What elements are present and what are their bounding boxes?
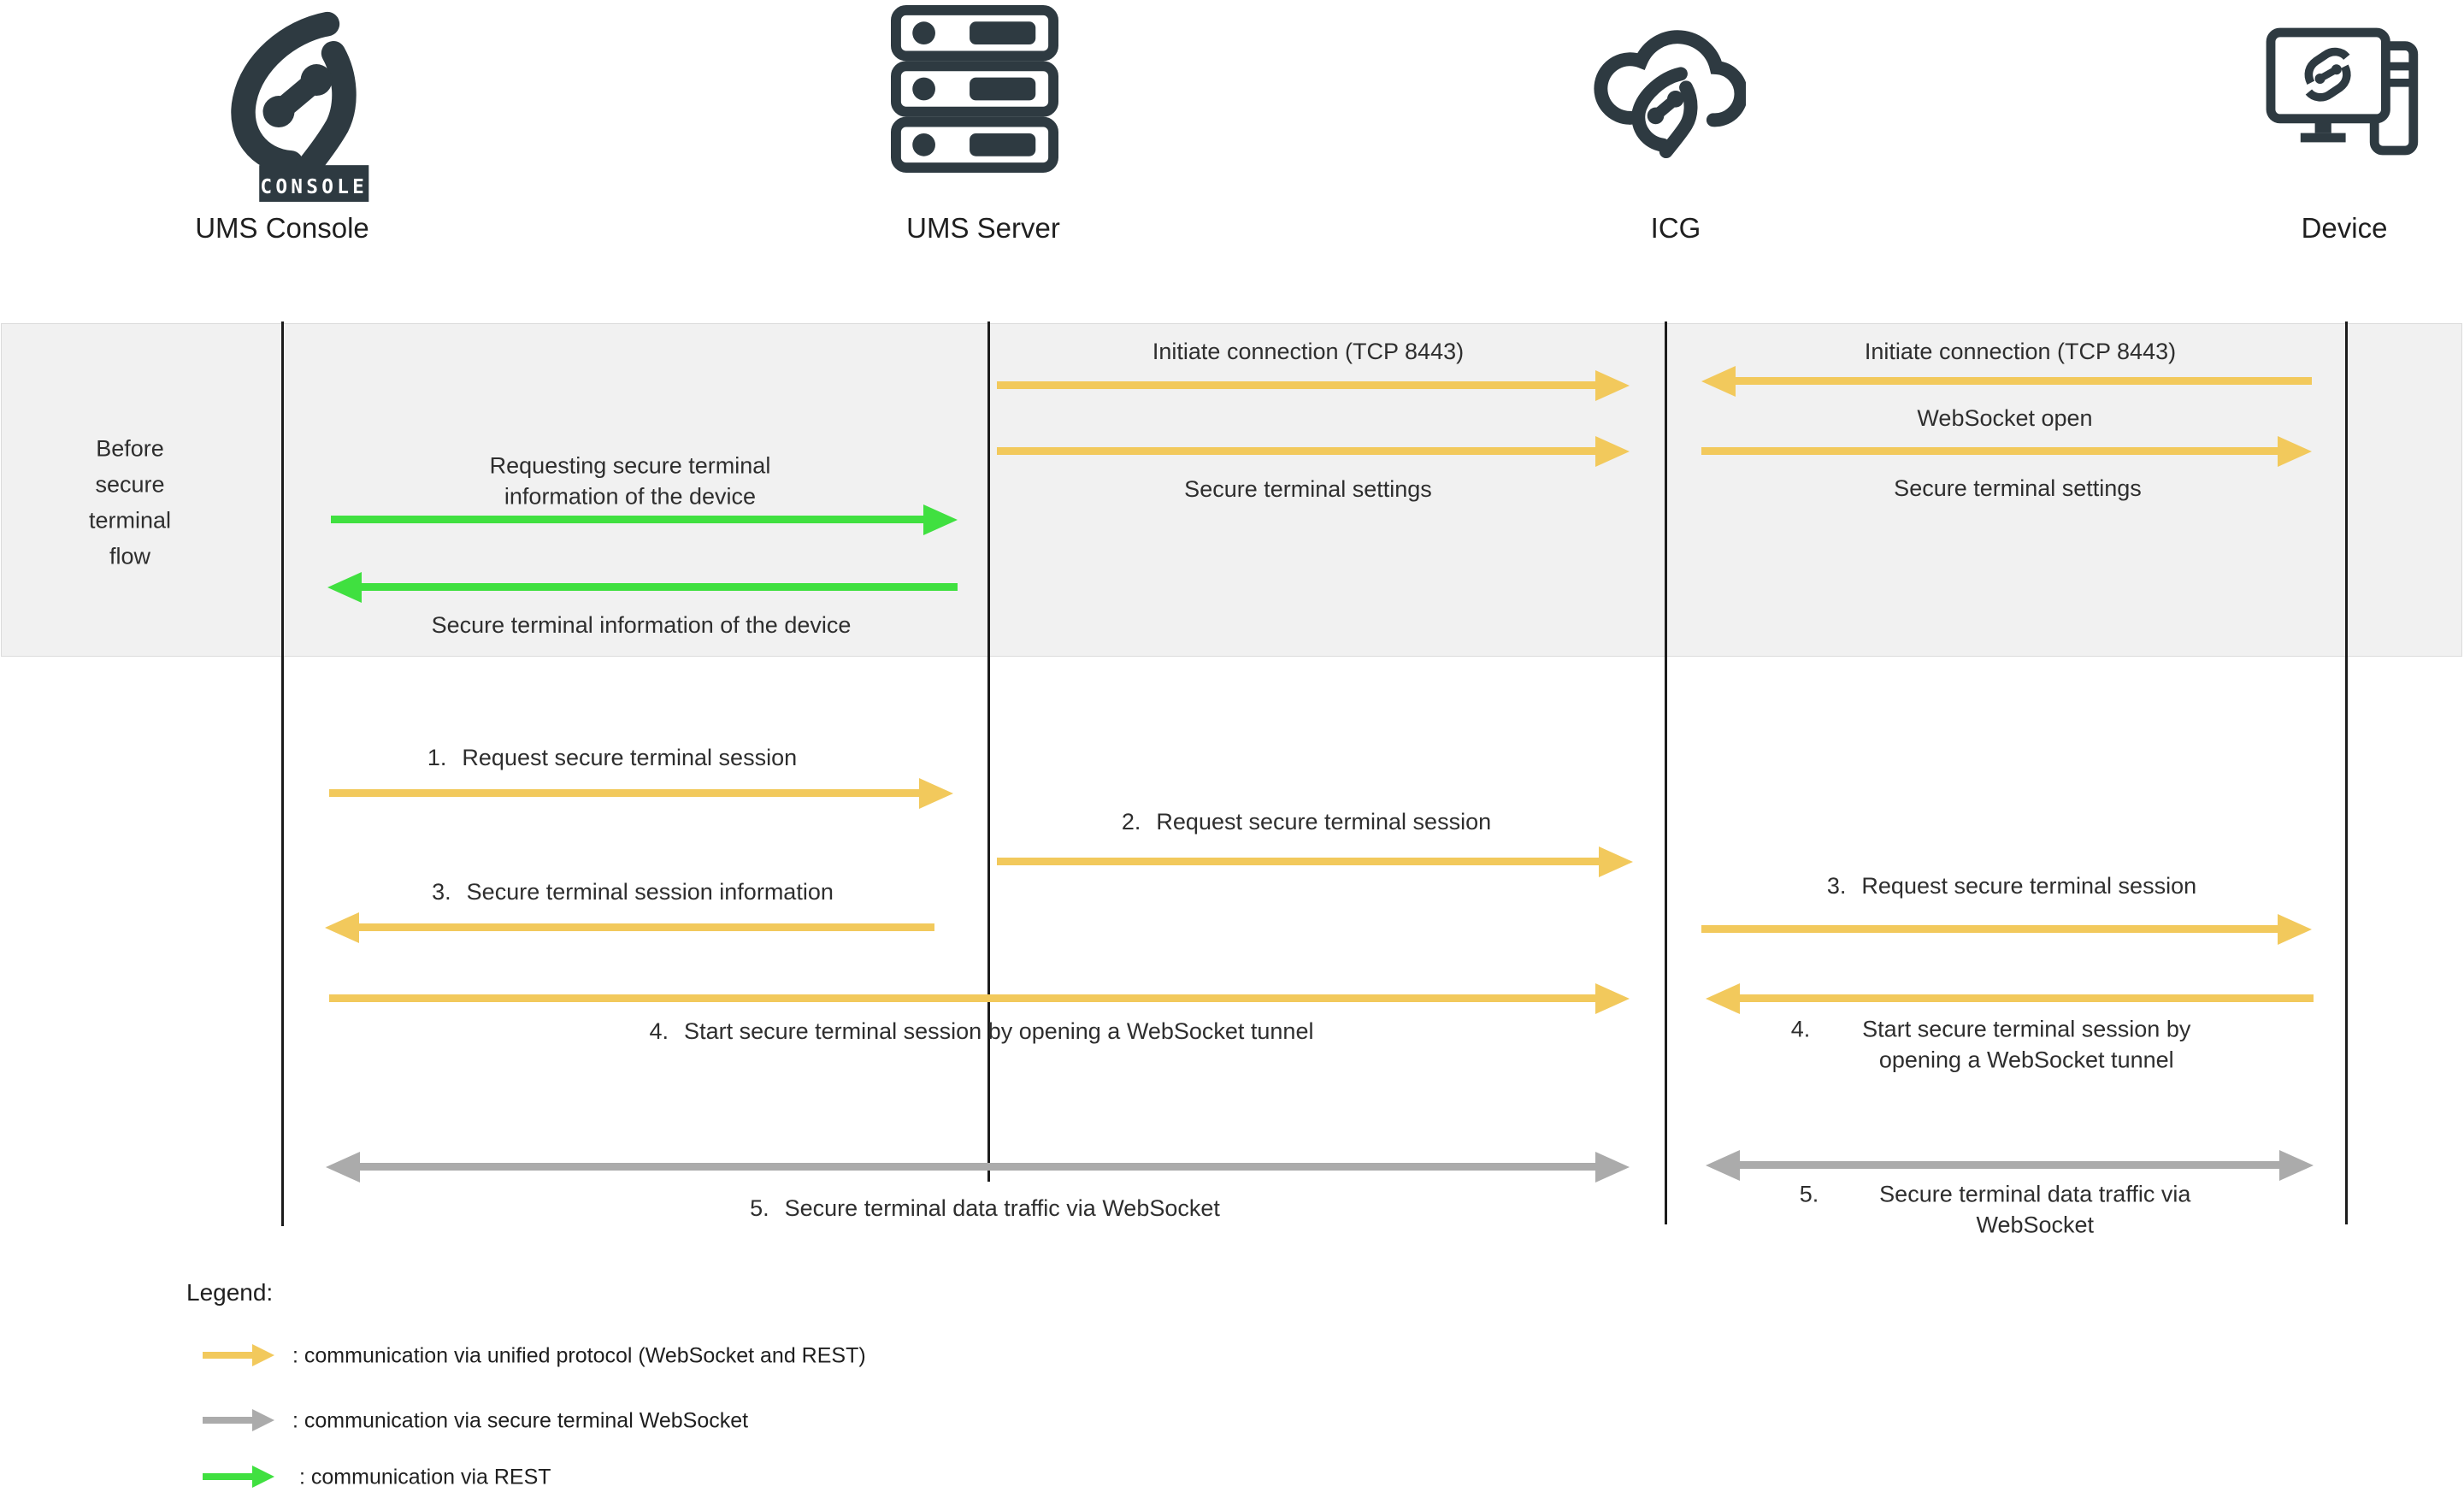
step5-console-label: 5. Secure terminal data traffic via WebS… [750,1193,1220,1224]
step4-console-label: 4. Start secure terminal session by open… [650,1016,1314,1047]
arrow-initiate-ums-server-to-icg [997,369,1630,401]
step4-console-text: Start secure terminal session by opening… [684,1017,1314,1044]
arrow-step5-console-icg-bidirectional [326,1151,1630,1183]
label-secure-terminal-settings-left: Secure terminal settings [1184,476,1432,503]
arrow-initiate-device-to-icg [1701,365,2312,397]
server-stack-icon [891,5,1058,173]
label-websocket-open: WebSocket open [1917,405,2093,432]
band-row-label: Before secure terminal flow [88,435,172,569]
arrow-step3-server-to-console [325,911,934,943]
step5-console-text: Secure terminal data traffic via WebSock… [784,1194,1220,1221]
legend-unified-protocol-text: : communication via unified protocol (We… [292,1343,866,1368]
actor-label-icg: ICG [1650,212,1701,244]
step5-console-number: 5. [750,1194,769,1221]
console-badge-text: CONSOLE [260,176,368,198]
label-requesting-secure-terminal-info: Requesting secure terminal information o… [489,452,771,509]
arrow-secure-settings-ums-to-icg [997,435,1630,467]
step5-device-number: 5. [1799,1181,1819,1207]
step2-number: 2. [1121,808,1141,835]
actor-label-ums-server: UMS Server [906,212,1060,244]
step5-device-label: 5. Secure terminal data traffic via WebS… [1800,1179,2237,1242]
lifeline-ums-console [281,321,284,1226]
step3-device-label: 3. Request secure terminal session [1827,870,2196,901]
legend-rest-arrow-icon [203,1466,274,1488]
label-initiate-connection-ums-icg: Initiate connection (TCP 8443) [1152,339,1465,365]
step4-device-number: 4. [1790,1016,1811,1042]
arrow-websocket-open-icg-to-device [1701,435,2312,467]
step3-console-number: 3. [432,878,451,905]
lifeline-ums-server [987,321,990,1182]
step3-device-text: Request secure terminal session [1861,872,2197,899]
icg-cloud-icon [1594,30,1746,159]
label-secure-terminal-settings-right: Secure terminal settings [1894,475,2142,502]
step1-number: 1. [427,744,447,770]
actor-label-device: Device [2301,212,2388,244]
step3-device-number: 3. [1826,872,1847,899]
step2-text: Request secure terminal session [1156,808,1492,835]
arrow-step2-server-to-icg [997,846,1633,877]
actor-label-ums-console: UMS Console [195,212,369,244]
legend-title: Legend: [186,1279,274,1306]
lifeline-device [2345,321,2348,1224]
arrow-step3-icg-to-device [1701,913,2312,945]
step4-device-label: 4. Start secure terminal session by open… [1791,1014,2228,1076]
step4-console-number: 4. [649,1017,669,1044]
step1-text: Request secure terminal session [462,744,798,770]
arrow-request-info-console-to-server [331,504,958,535]
ums-console-logo-icon: CONSOLE [231,11,369,202]
arrow-step4-device-to-icg [1706,982,2314,1014]
legend-rest-text: : communication via REST [299,1465,551,1489]
step3-console-text: Secure terminal session information [466,878,834,905]
arrow-step5-icg-device-bidirectional [1706,1149,2314,1181]
legend-secure-websocket-text: : communication via secure terminal WebS… [292,1408,749,1433]
legend-secure-websocket-arrow-icon [203,1409,274,1431]
lifeline-icg [1665,321,1667,1224]
label-initiate-connection-device-icg: Initiate connection (TCP 8443) [1864,339,2177,365]
step5-device-text: Secure terminal data traffic via WebSock… [1879,1181,2191,1238]
label-secure-terminal-info-of-device: Secure terminal information of the devic… [431,612,852,639]
legend-unified-protocol-arrow-icon [203,1344,274,1366]
arrow-step1-console-to-server [329,777,953,809]
step1-label: 1. Request secure terminal session [427,742,797,773]
step3-console-label: 3. Secure terminal session information [432,876,834,907]
arrow-step4-console-to-icg [329,982,1630,1014]
arrow-info-server-to-console [327,571,958,603]
step2-label: 2. Request secure terminal session [1122,806,1491,837]
device-monitor-icon [2266,27,2419,156]
step4-device-text: Start secure terminal session by opening… [1862,1016,2191,1073]
